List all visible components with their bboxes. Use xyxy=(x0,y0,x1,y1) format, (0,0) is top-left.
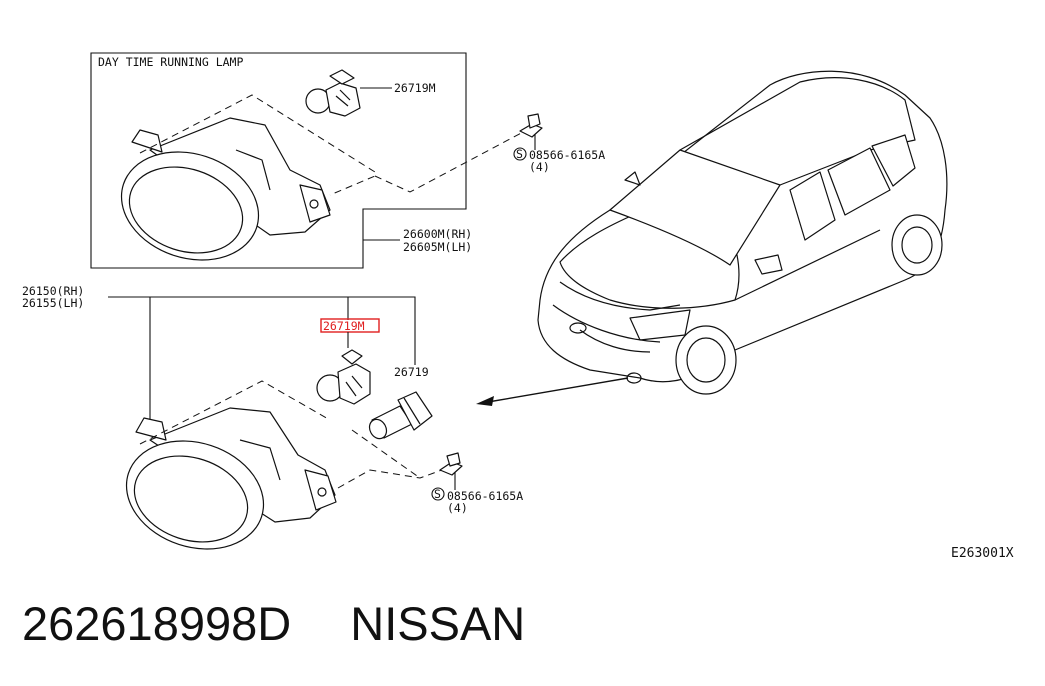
drl-lamp-dashed-outline xyxy=(139,94,376,196)
footer-caption: 262618998D NISSAN xyxy=(22,596,525,651)
fog-lamp-lh-label: 26155(LH) xyxy=(22,296,84,310)
drl-screw-symbol: S xyxy=(516,147,523,161)
drl-inset-frame xyxy=(90,52,467,269)
fog-lamp-housing-drawing xyxy=(125,407,337,550)
figure-code: E263001X xyxy=(951,546,1014,561)
fog-screw-symbol: S xyxy=(434,487,441,501)
drl-screw-label: 08566-6165A xyxy=(529,148,605,162)
fog-socket-bulb-drawing xyxy=(368,391,433,440)
fog-lamp-dashed-outline xyxy=(139,380,443,489)
drl-screw-qty: (4) xyxy=(529,160,550,174)
location-arrow xyxy=(476,377,629,406)
drl-section-title: DAY TIME RUNNING LAMP xyxy=(98,55,243,69)
fog-screw-qty: (4) xyxy=(447,501,468,515)
drl-lamp-housing-drawing xyxy=(120,117,331,261)
drl-bulb-label: 26719M xyxy=(394,81,436,95)
fog-screw-drawing xyxy=(439,452,463,476)
fog-bulb-drawing xyxy=(316,349,371,405)
part-number: 262618998D xyxy=(22,597,292,650)
brand-name: NISSAN xyxy=(350,597,526,650)
fog-bulb-socket-label: 26719 xyxy=(394,365,429,379)
drl-lamp-rh-label: 26600M(RH) xyxy=(403,227,472,241)
fog-lamp-leader-lines xyxy=(108,296,416,420)
fog-bulb-highlighted-label: 26719M xyxy=(323,319,365,333)
car-drawing xyxy=(537,70,948,395)
fog-lamp-rh-label: 26150(RH) xyxy=(22,284,84,298)
fog-screw-label: 08566-6165A xyxy=(447,489,523,503)
drl-screw-drawing xyxy=(519,113,543,138)
drl-lamp-lh-label: 26605M(LH) xyxy=(403,240,472,254)
fog-bulb-highlight-box xyxy=(320,318,380,333)
drl-bulb-drawing xyxy=(305,69,361,117)
